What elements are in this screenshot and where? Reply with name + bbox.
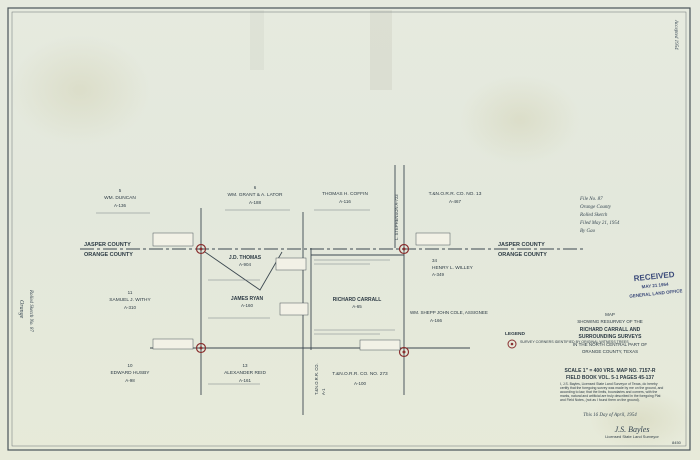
corner-markers (195, 243, 410, 358)
scale-line: SCALE 1" = 400 VRS. MAP NO. 7157-R (564, 368, 655, 374)
field-book-line: FIELD BOOK VOL. 5-1 PAGES 45-137 (566, 375, 654, 381)
tract-abstract: A-310 (124, 305, 137, 310)
margin-note-left: Rolled Sketch No. 87 (28, 289, 33, 332)
stamp-text: RECEIVED (633, 270, 675, 283)
corner-marker (398, 243, 410, 255)
tract-abstract: A-136 (114, 203, 127, 208)
paper-stain (590, 390, 690, 450)
filing-sketch: Rolled Sketch (579, 213, 608, 218)
tract-number: 10 (127, 363, 133, 368)
title-line: IN THE NORTH CENTRAL PART OF (573, 342, 647, 347)
tract-name: JAMES RYAN (231, 296, 264, 302)
stamp-date: MAY 21 1954 (641, 282, 669, 290)
tract-abstract: A-166 (430, 318, 443, 323)
county-label-right-top: JASPER COUNTY (498, 242, 545, 248)
paper-crease (370, 10, 392, 90)
tract-name: WM. DUNCAN (104, 195, 136, 201)
tract-abstract: A-65 (352, 304, 362, 309)
title-line: SHOWING RESURVEY OF THE (577, 319, 643, 324)
title-heading: MAP (605, 312, 615, 317)
tract-name: EDWARD HUSBY (110, 370, 150, 376)
tract-name: SAMUEL J. WITHY (109, 297, 151, 303)
tract-name: THOMAS H. COFFIN (322, 191, 368, 197)
certification-text: I, J.S. Bayles, Licensed State Land Surv… (560, 382, 664, 402)
tract-abstract: A-116 (339, 199, 351, 204)
tract-name: T.&N.O.R.R. CO. (314, 363, 319, 395)
tract-name: ALEXANDER REID (224, 370, 266, 376)
legend-title: LEGEND (505, 331, 526, 337)
paper-stain (460, 75, 580, 165)
map-border (7, 7, 691, 451)
road-label: L. STEPHENSON A-723 (394, 194, 399, 240)
date-line: This 16 Day of April, 1954 (583, 413, 637, 418)
annotation-box (279, 302, 309, 316)
county-label-left-bottom: ORANGE COUNTY (84, 252, 133, 258)
margin-note-left: Orange (18, 300, 24, 319)
filing-file-no: File No. 87 (579, 197, 603, 202)
tract-abstract: A-160 (241, 303, 254, 308)
survey-call-strokes (96, 209, 395, 385)
margin-note-right: Accepted 1954 (673, 19, 678, 50)
tract-abstract: A-1 (321, 388, 326, 395)
paper-crease (250, 10, 264, 70)
stamp-office: GENERAL LAND OFFICE (629, 288, 683, 299)
tract-name: J.D. THOMAS (229, 255, 262, 261)
tract-name: T.&N.O.R.R. CO. NO. 13 (429, 191, 482, 197)
filing-date: Filed May 21, 1954 (579, 221, 620, 226)
county-label-left-top: JASPER COUNTY (84, 242, 131, 248)
tract-number: 13 (242, 363, 248, 368)
annotation-box (275, 257, 307, 271)
tract-name: WM. GRANT & A. LATOR (228, 192, 283, 198)
tract-number: 5 (119, 188, 122, 193)
filing-by: By Gao (580, 229, 596, 234)
tract-name: T.&N.O.R.R. CO. NO. 273 (332, 371, 388, 377)
tract-name: HENRY L. WILLEY (432, 265, 474, 271)
tract-name: RICHARD CARRALL (333, 297, 382, 303)
tract-number: 34 (432, 258, 438, 263)
legend-symbol (507, 339, 517, 349)
sheet-number: 8450 (672, 440, 682, 445)
tract-name: WM. SHEPP JOHN COLE, ASSIGNEE (410, 310, 488, 315)
corner-marker (195, 342, 207, 354)
title-line: RICHARD CARRALL AND (580, 327, 641, 333)
annotation-boxes (152, 232, 451, 351)
jd-thomas-triangle (204, 251, 283, 291)
annotation-box (152, 232, 194, 247)
legend-item: SURVEY CORNERS IDENTIFIED BY ORIGINAL WI… (520, 340, 629, 344)
annotation-box (359, 339, 401, 351)
tract-abstract: A-904 (239, 262, 252, 267)
tract-abstract: A-349 (432, 272, 445, 277)
filing-county: Orange County (580, 205, 612, 210)
annotation-box (152, 338, 194, 350)
certification-block: I, J.S. Bayles, Licensed State Land Surv… (560, 382, 664, 402)
surveyor-signature: J.S. Bayles (615, 425, 650, 434)
received-stamp: RECEIVED MAY 21 1954 GENERAL LAND OFFICE (629, 270, 683, 299)
title-line: SURROUNDING SURVEYS (579, 334, 643, 340)
corner-marker (398, 346, 410, 358)
survey-boundaries (150, 165, 470, 415)
tract-abstract: A-188 (249, 200, 262, 205)
tract-abstract: A-98 (125, 378, 135, 383)
county-label-right-bottom: ORANGE COUNTY (498, 252, 547, 258)
tract-number: 6 (254, 185, 257, 190)
tract-abstract: A-161 (239, 378, 252, 383)
tract-abstract: A-467 (449, 199, 462, 204)
tract-number: 11 (128, 290, 133, 295)
map-inner-border (11, 11, 687, 447)
corner-marker (195, 243, 207, 255)
paper-stain (10, 35, 150, 145)
signer-title: Licensed State Land Surveyor (605, 434, 659, 439)
tract-abstract: A-100 (354, 381, 367, 386)
annotation-box (415, 232, 451, 246)
title-line: ORANGE COUNTY, TEXAS (582, 349, 638, 354)
